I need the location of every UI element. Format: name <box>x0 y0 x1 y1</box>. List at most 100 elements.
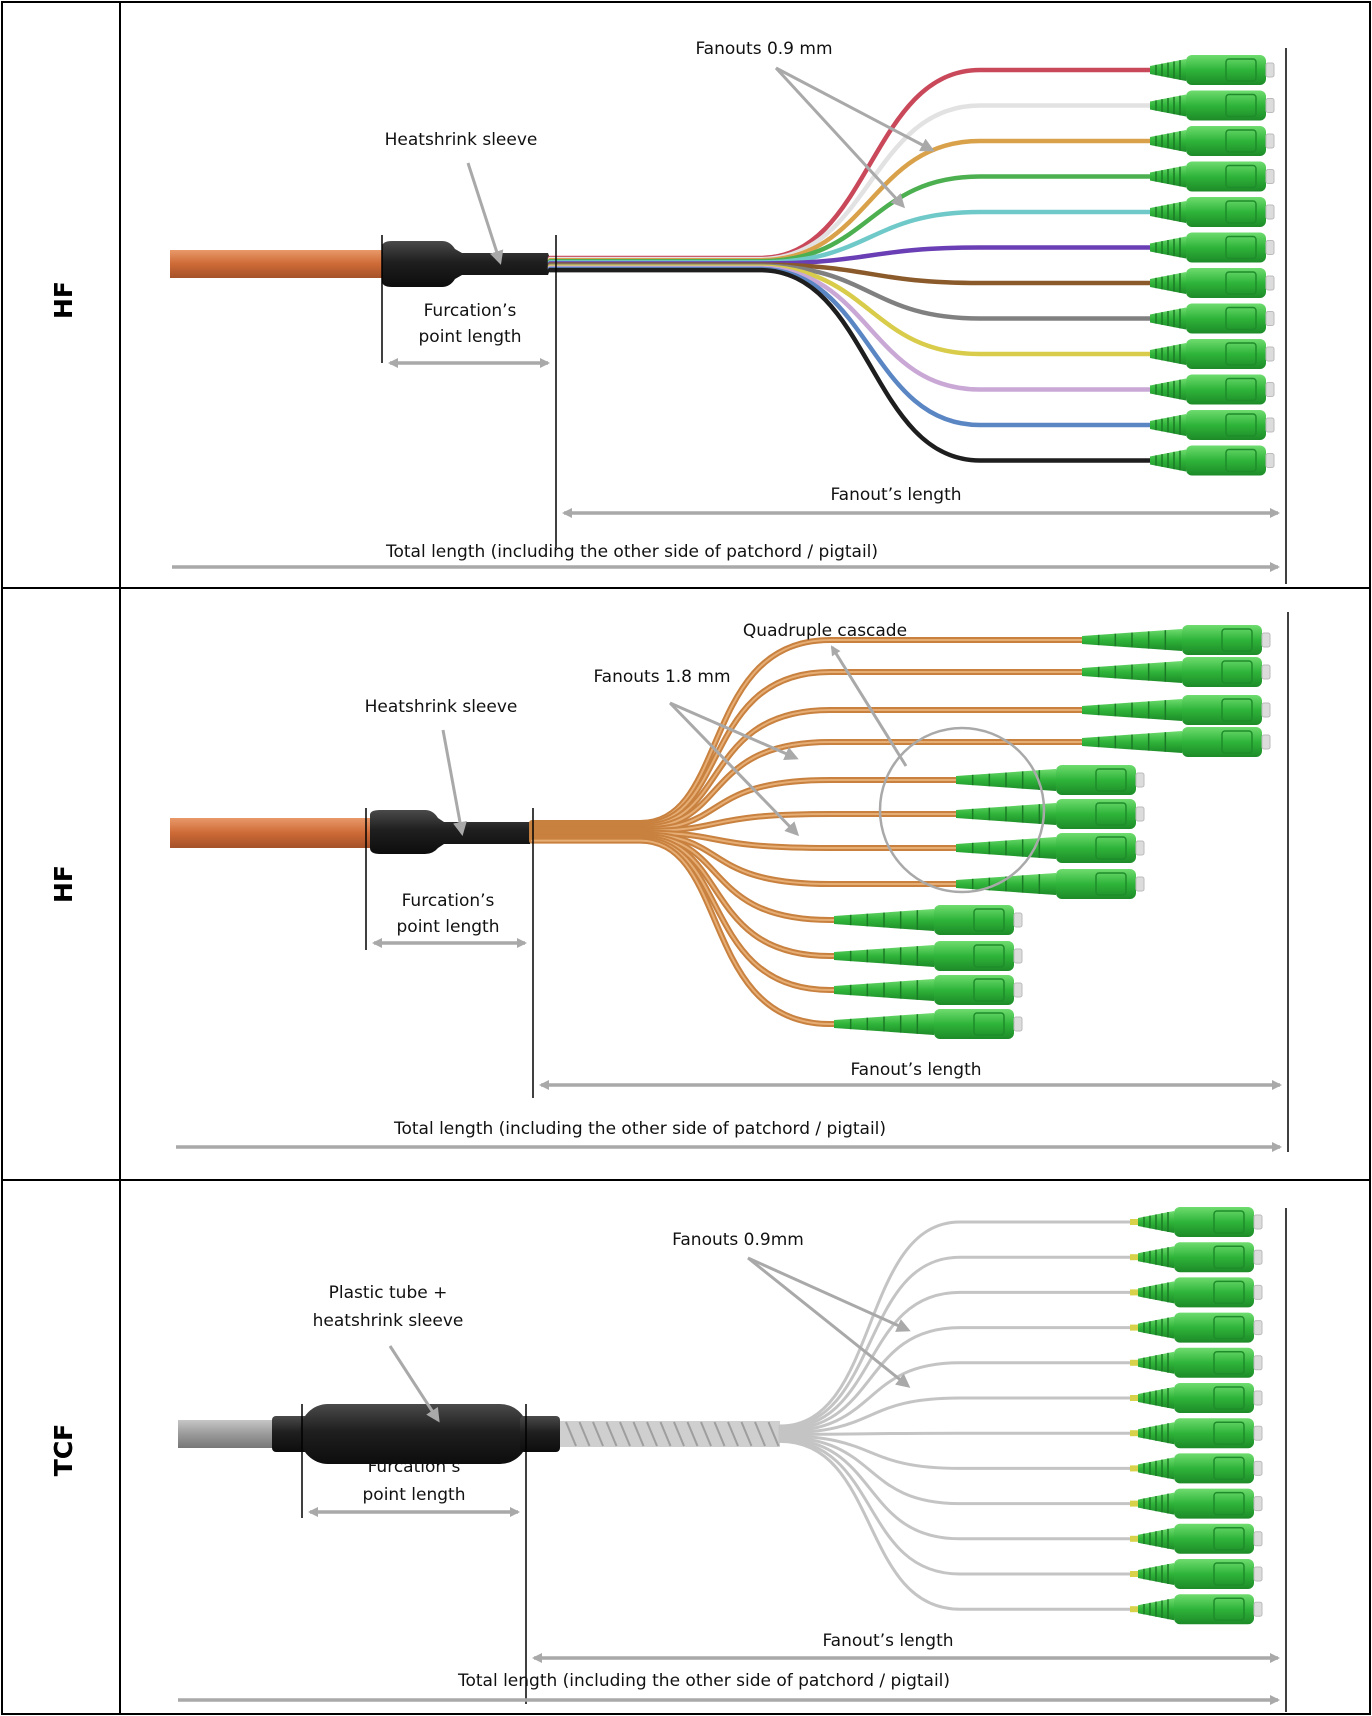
row-hf-18: HF Quadruple cascade Fanouts 1.8 mm Heat… <box>49 612 1289 1152</box>
sc-connector <box>1150 126 1275 156</box>
sleeve-leader-arrow <box>388 1345 440 1423</box>
fiber <box>547 67 1153 261</box>
strand-twist <box>767 1421 780 1447</box>
fiber <box>778 1437 1132 1541</box>
cascade-highlight-circle <box>878 726 1046 894</box>
sc-connector <box>834 1009 1023 1039</box>
sc-connector <box>1082 657 1271 687</box>
sc-connector <box>1150 268 1275 298</box>
sc-connector <box>1130 1207 1263 1237</box>
sc-connector <box>956 765 1145 795</box>
row-type-label: HF <box>49 865 78 903</box>
sc-connector <box>1150 410 1275 440</box>
row-tcf: TCF <box>49 1207 1287 1712</box>
furcation-label: Furcation’s <box>424 301 517 321</box>
fiber <box>778 1438 1132 1576</box>
total-length-label: Total length (including the other side o… <box>393 1119 886 1139</box>
furcation-label: Furcation’s <box>402 891 495 911</box>
fanouts-label: Fanouts 0.9mm <box>672 1230 804 1250</box>
sleeve-label: heatshrink sleeve <box>313 1311 464 1331</box>
sleeve-leader-arrow <box>466 162 504 265</box>
heatshrink-sleeve <box>382 241 552 287</box>
strand-twist <box>754 1421 766 1447</box>
sc-connector <box>834 975 1023 1005</box>
fiber <box>529 837 837 1027</box>
strand-twist <box>578 1421 591 1447</box>
fanout-length-label: Fanout’s length <box>850 1060 981 1080</box>
strand-twist <box>646 1421 658 1447</box>
fiber <box>778 1396 1132 1435</box>
sc-connector <box>1150 303 1275 334</box>
fiber <box>778 1326 1132 1432</box>
fanouts-label: Fanouts 0.9 mm <box>695 39 832 59</box>
furcation-label: point length <box>397 917 500 937</box>
fanout-leader-arrow <box>668 701 800 837</box>
fiber <box>547 267 1153 463</box>
sc-connector <box>1082 625 1271 655</box>
strand-twist <box>727 1421 739 1447</box>
sc-connector <box>1130 1383 1263 1413</box>
strand-twist <box>700 1421 712 1447</box>
sc-connector <box>834 941 1023 971</box>
fiber <box>778 1434 1132 1470</box>
row-type-label: TCF <box>49 1424 78 1476</box>
total-length-label: Total length (including the other side o… <box>385 542 878 562</box>
sleeve-label: Heatshrink sleeve <box>365 697 518 717</box>
strand-twist <box>740 1421 753 1447</box>
strand-twist <box>632 1421 645 1447</box>
sc-connector <box>1150 339 1275 369</box>
fanout-length-label: Fanout’s length <box>830 485 961 505</box>
strand-twist <box>673 1421 685 1447</box>
fanout-leader-arrow <box>775 66 935 152</box>
sc-connector <box>1130 1242 1263 1273</box>
fiber <box>778 1361 1132 1434</box>
strand-twist <box>592 1421 604 1447</box>
sc-connector <box>1150 445 1275 476</box>
furcation-label: Furcation’s <box>368 1457 461 1477</box>
fiber-highlight <box>531 671 1083 826</box>
sc-connector <box>1150 90 1275 121</box>
fiber <box>778 1439 1132 1611</box>
strand-twist <box>659 1421 672 1447</box>
strand-twist <box>686 1421 699 1447</box>
fiber <box>778 1220 1132 1428</box>
fanout-leader-arrow <box>669 701 799 761</box>
fiber <box>778 1290 1132 1431</box>
sc-connector <box>1130 1347 1263 1378</box>
sc-connector <box>1150 374 1275 405</box>
fanout-leader-arrow <box>747 1256 911 1332</box>
furcation-label: point length <box>419 327 522 347</box>
sc-connector-group <box>1150 55 1275 476</box>
grey-cable <box>178 1420 278 1448</box>
fiber <box>778 1431 1132 1436</box>
sleeve-label: Heatshrink sleeve <box>385 130 538 150</box>
sc-connector <box>956 869 1145 899</box>
sc-connector <box>1130 1418 1263 1449</box>
fiber <box>778 1255 1132 1429</box>
heatshrink-sleeve <box>370 810 534 854</box>
fiber-bundle <box>547 67 1153 463</box>
sc-connector <box>956 799 1145 829</box>
sc-connector <box>956 833 1145 863</box>
sc-connector <box>1150 197 1275 227</box>
heatshrink-sleeve <box>520 1416 560 1452</box>
cascade-label: Quadruple cascade <box>743 621 907 641</box>
fanout-leader-arrow <box>774 66 906 209</box>
strand-twist <box>619 1421 631 1447</box>
furcation-label: point length <box>363 1485 466 1505</box>
fiber-highlight <box>531 839 835 1025</box>
orange-cable <box>170 250 385 278</box>
sc-connector-group <box>834 625 1271 1039</box>
sc-connector <box>1082 727 1271 757</box>
strand-twist <box>565 1421 577 1447</box>
sleeve-label: Plastic tube + <box>329 1283 448 1303</box>
sc-connector <box>1130 1488 1263 1519</box>
strand-twist <box>605 1421 618 1447</box>
sc-connector <box>1150 232 1275 263</box>
cascade-leader-arrow <box>830 645 908 767</box>
total-length-label: Total length (including the other side o… <box>457 1671 950 1691</box>
sc-connector <box>1150 55 1275 85</box>
sc-connector <box>1130 1277 1263 1308</box>
